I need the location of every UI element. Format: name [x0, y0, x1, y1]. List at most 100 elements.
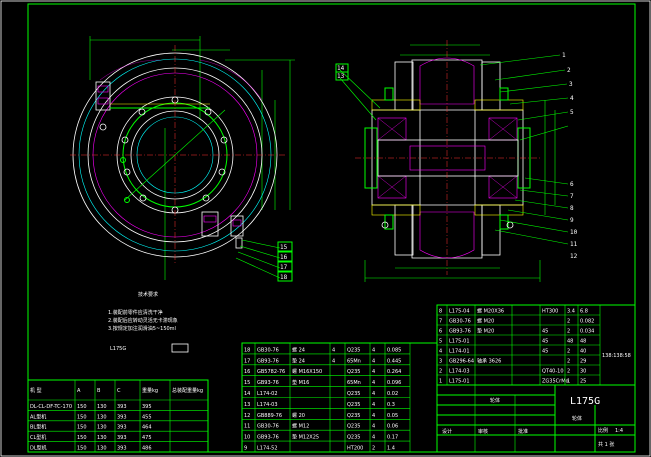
bom-left-cell: GB93-76	[257, 435, 279, 441]
bom-right-cell: 48	[580, 339, 586, 345]
param-header: 机 型	[30, 387, 42, 394]
bom-left-cell: L174-52	[257, 446, 278, 452]
bom-left-cell: 螺 20	[292, 412, 305, 419]
balloon-6: 6	[570, 181, 574, 188]
bom-left-cell: 4	[372, 358, 375, 364]
bom-right-cell: 7	[439, 319, 442, 325]
bom-left-cell: 4	[372, 369, 375, 375]
bom-right-cell: 45	[542, 329, 548, 335]
param-cell: 393	[117, 435, 127, 441]
balloon-15: 15	[280, 244, 288, 251]
balloon-group-section: 14 13 1 2 3 4 5 6 7 8 9 10 11 12	[335, 52, 578, 260]
balloon-9: 9	[570, 217, 574, 224]
bom-left-cell: 18	[244, 347, 250, 353]
param-cell: 150	[77, 425, 87, 431]
notes-line-1: 1.装配前零件应清洗干净	[108, 309, 163, 316]
bom-left-cell: GB30-76	[257, 424, 279, 430]
bom-right-cell: HT300	[542, 309, 558, 315]
param-cell: 393	[117, 446, 127, 452]
bom-right-cell: 48	[567, 339, 573, 345]
balloon-4: 4	[570, 95, 574, 102]
bom-left-cell: GB93-76	[257, 380, 279, 386]
bom-right-cell: 垫 M20	[477, 328, 494, 335]
param-cell: 393	[117, 404, 127, 410]
section-view	[339, 40, 569, 282]
bom-left-cell: 9	[244, 446, 247, 452]
bom-left-cell: 4	[332, 358, 335, 364]
bom-left-cell: Q235	[347, 391, 360, 397]
notes-heading: 技术要求	[138, 291, 158, 298]
title-scale: 1:4	[615, 428, 623, 434]
bom-right-cell: 3	[439, 359, 442, 365]
balloon-7: 7	[570, 193, 574, 200]
bom-left-cell: GB93-76	[257, 358, 279, 364]
param-cell: CL型机	[30, 434, 46, 441]
bom-right-cell: L175-01	[449, 379, 470, 385]
bom-left-cell: 14	[244, 391, 250, 397]
bom-right-cell: 0.034	[580, 329, 594, 335]
bom-left-cell: 16	[244, 369, 250, 375]
param-cell: 393	[117, 414, 127, 420]
bom-right-cell: 6.8	[580, 309, 588, 315]
param-header: A	[77, 388, 81, 394]
bom-left-cell: 15	[244, 380, 250, 386]
balloon-18: 18	[280, 274, 288, 281]
bom-left-cell: 4	[372, 391, 375, 397]
bom-left-cell: 垫 M12X25	[292, 434, 319, 441]
bom-left-cell: Q235	[347, 402, 360, 408]
param-cell: 455	[142, 414, 152, 420]
balloon-14: 14	[337, 65, 345, 72]
bom-left-cell: GB889-76	[257, 413, 282, 419]
bom-left-cell: Q235	[347, 413, 360, 419]
param-cell: 130	[97, 425, 107, 431]
param-cell: AL型机	[30, 413, 46, 420]
bom-left-cell: 螺 M16X150	[292, 368, 322, 375]
balloon-2: 2	[567, 67, 571, 74]
bom-left-cell: 4	[372, 402, 375, 408]
balloon-13: 13	[337, 73, 345, 80]
bom-right-cell: 45	[542, 349, 548, 355]
bom-left-cell: 65Mn	[347, 380, 361, 386]
bom-right-cell: 1	[439, 379, 442, 385]
title-part-name-big: 轮体	[572, 415, 582, 422]
bom-right-cell: 6	[439, 329, 442, 335]
balloon-17: 17	[280, 264, 288, 271]
bom-left-cell: 4	[372, 435, 375, 441]
param-cell: 486	[142, 446, 152, 452]
front-view	[70, 36, 295, 280]
bom-right-cell: 5	[439, 339, 442, 345]
bom-right-cell: 2	[439, 369, 442, 375]
param-cell: DL-CL-DF-TC-170	[30, 404, 72, 410]
bom-right-cell: 45	[542, 339, 548, 345]
bom-left-cell: 0.06	[387, 424, 398, 430]
title-sheet: 共 1 张	[598, 441, 614, 448]
balloon-5: 5	[570, 109, 574, 116]
bom-left-cell: 12	[244, 413, 250, 419]
bom-left-cell: 13	[244, 402, 250, 408]
balloon-10: 10	[570, 229, 578, 236]
bom-left-cell: Q235	[347, 435, 360, 441]
bom-left-cell: 4	[372, 347, 375, 353]
bom-right-cell: 8	[439, 309, 442, 315]
param-cell: DL型机	[30, 445, 47, 452]
bom-right-cell: L174-01	[449, 349, 470, 355]
title-scale-label: 比例	[598, 427, 608, 434]
param-header: 重量kg	[142, 387, 158, 394]
balloon-3: 3	[569, 81, 573, 88]
param-header: 总装配重量kg	[172, 387, 203, 394]
param-cell: 464	[142, 425, 152, 431]
bom-right-cell: 2	[567, 369, 570, 375]
bom-left-cell: Q235	[347, 369, 360, 375]
bom-left-cell: 11	[244, 424, 250, 430]
bom-right-extra: 138:138:58	[602, 353, 631, 359]
technical-notes: 技术要求 1.装配前零件应清洗干净 2.装配后应转动灵活无卡滞现象 3.按规定加…	[108, 291, 189, 353]
balloon-8: 8	[570, 205, 574, 212]
bom-right-cell: 30	[580, 369, 586, 375]
bom-left-cell: 0.05	[387, 413, 398, 419]
balloon-1: 1	[562, 52, 566, 59]
bom-right-cell: L175-01	[449, 339, 470, 345]
bom-left-cell: 垫 M16	[292, 379, 309, 386]
